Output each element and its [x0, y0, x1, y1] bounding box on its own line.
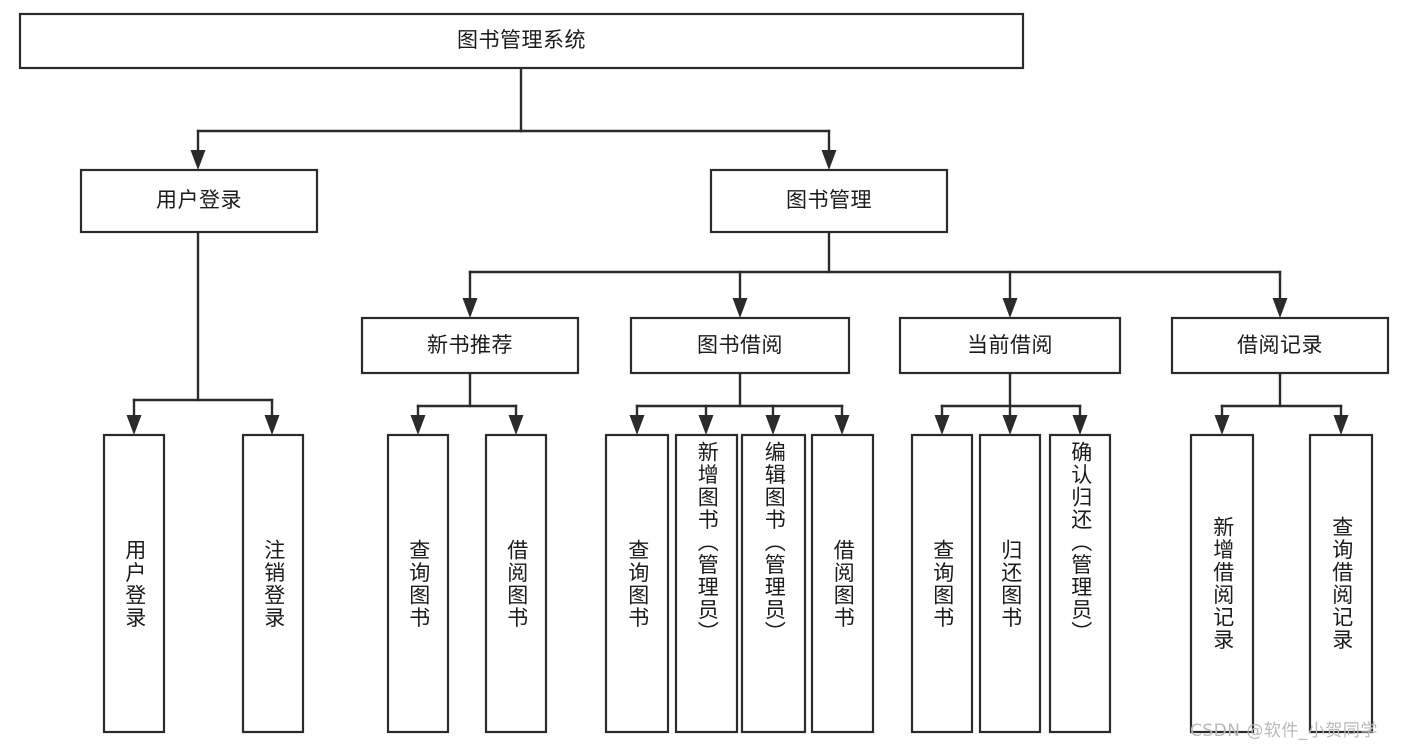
arrow-head-icon — [1002, 415, 1018, 435]
box-layer — [18, 12, 1390, 734]
node-leaf-logout — [241, 433, 305, 734]
arrow-head-icon — [508, 415, 524, 435]
node-leaf-borrow-query — [604, 433, 670, 734]
connector-layer — [126, 66, 1349, 435]
node-leaf-user-login — [102, 433, 166, 734]
node-leaf-recommend-borrow — [484, 433, 548, 734]
arrow-head-icon — [126, 415, 142, 435]
node-leaf-confirm-return — [1048, 433, 1112, 734]
arrow-head-icon — [264, 415, 280, 435]
node-leaf-current-query — [910, 433, 974, 734]
node-new-book-recommend — [360, 316, 580, 375]
arrow-head-icon — [1272, 298, 1288, 318]
arrow-head-icon — [190, 150, 206, 170]
arrow-head-icon — [462, 298, 478, 318]
arrow-head-icon — [934, 415, 950, 435]
node-leaf-book-add — [674, 433, 739, 734]
arrow-head-icon — [834, 415, 850, 435]
arrow-head-icon — [765, 415, 781, 435]
node-leaf-record-query — [1308, 433, 1374, 734]
node-leaf-book-borrow — [810, 433, 875, 734]
node-root — [18, 12, 1025, 70]
node-borrow-record — [1170, 316, 1390, 375]
arrow-head-icon — [1002, 298, 1018, 318]
arrow-head-icon — [629, 415, 645, 435]
arrow-head-icon — [1333, 415, 1349, 435]
csdn-watermark: CSDN @软件_小贺同学 — [1190, 721, 1378, 741]
arrow-head-icon — [1072, 415, 1088, 435]
node-book-borrow — [629, 316, 851, 375]
node-leaf-record-add — [1189, 433, 1255, 734]
node-current-borrow — [898, 316, 1122, 375]
node-leaf-book-edit — [740, 433, 807, 734]
node-leaf-recommend-query — [386, 433, 450, 734]
arrow-head-icon — [821, 150, 837, 170]
node-user-login — [79, 168, 319, 234]
arrow-head-icon — [410, 415, 426, 435]
node-leaf-return-book — [978, 433, 1042, 734]
arrow-head-icon — [1214, 415, 1230, 435]
arrow-head-icon — [732, 298, 748, 318]
arrow-head-icon — [698, 415, 714, 435]
node-book-manage — [709, 168, 949, 234]
